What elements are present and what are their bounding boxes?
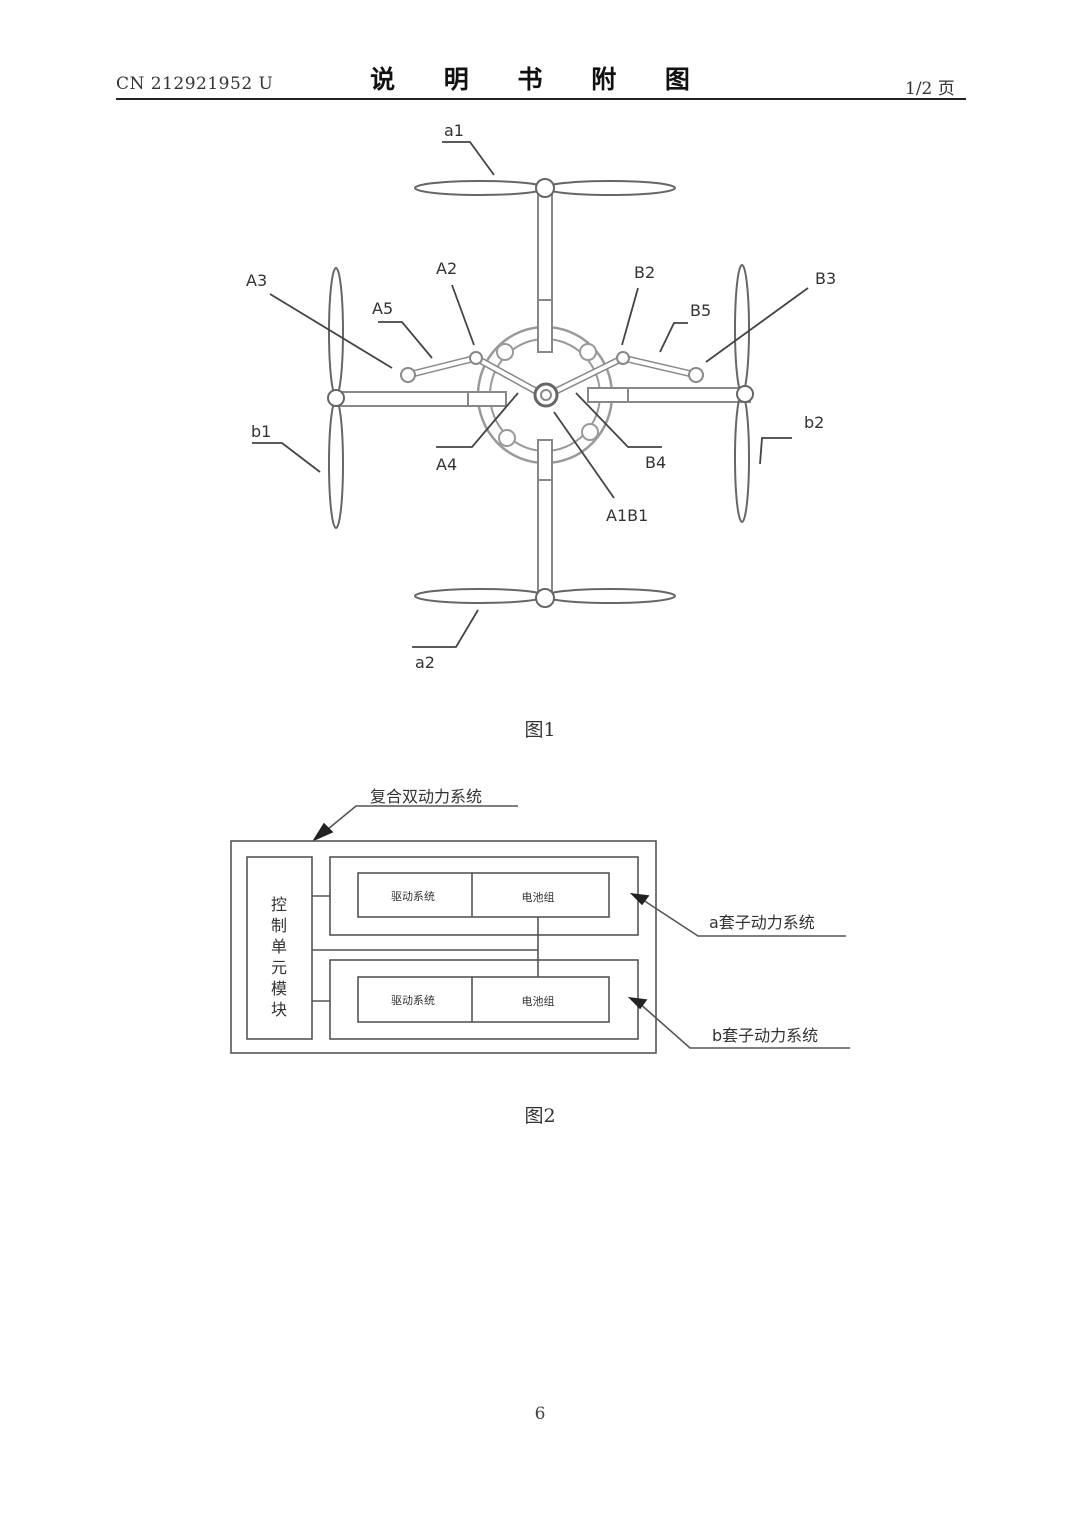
subsystem-b-leader — [637, 1001, 850, 1049]
control-unit-char-2: 制 — [271, 916, 287, 935]
label-A1B1: A1B1 — [606, 506, 648, 525]
composite-system-box — [230, 840, 657, 1054]
page-number: 6 — [534, 1404, 546, 1424]
control-unit-char-6: 块 — [271, 1000, 287, 1019]
subsystem-b-drive: 驱动系统 — [391, 994, 435, 1007]
figure-2-caption: 图2 — [524, 1105, 556, 1127]
linkage-a — [400, 351, 545, 399]
propeller-b1 — [327, 267, 345, 529]
propeller-a2 — [414, 588, 676, 608]
control-unit-char-3: 单 — [271, 937, 287, 956]
label-A4: A4 — [436, 455, 457, 474]
control-unit-char-4: 元 — [271, 958, 287, 977]
control-unit-char-1: 控 — [271, 895, 287, 914]
label-B4: B4 — [645, 453, 666, 472]
label-B5: B5 — [690, 301, 711, 320]
subsystem-b-battery: 电池组 — [522, 994, 555, 1008]
label-B2: B2 — [634, 263, 655, 282]
page-indicator: 1/2 页 — [905, 79, 955, 99]
subsystem-a-drive: 驱动系统 — [391, 890, 435, 903]
subsystem-a-leader — [639, 897, 846, 937]
label-B3: B3 — [815, 269, 836, 288]
composite-system-label: 复合双动力系统 — [370, 787, 482, 806]
subsystem-b-label: b套子动力系统 — [712, 1026, 818, 1045]
subsystem-a-label: a套子动力系统 — [709, 913, 815, 932]
label-a1: a1 — [444, 121, 464, 140]
propeller-b2 — [734, 264, 754, 523]
figure-1-drone-diagram: a1 a2 b1 b2 A3 A5 A2 A4 B2 B5 B3 B4 A1B1 — [246, 121, 836, 672]
subsystem-b-inner — [357, 976, 610, 1023]
header-rule — [116, 98, 966, 100]
label-b1: b1 — [251, 422, 271, 441]
label-A2: A2 — [436, 259, 457, 278]
outer-label-arrowhead — [311, 822, 334, 842]
propeller-a1 — [414, 178, 676, 198]
control-unit-char-5: 模 — [271, 979, 287, 998]
subsystem-a-inner — [357, 872, 610, 918]
connection-lines — [312, 895, 539, 1002]
label-b2: b2 — [804, 413, 824, 432]
figure-1-caption: 图1 — [524, 719, 556, 741]
page-title: 说 明 书 附 图 — [370, 65, 710, 94]
subsystem-a-box — [329, 856, 639, 936]
center-joint — [533, 382, 559, 408]
subsystem-a-battery: 电池组 — [522, 890, 555, 904]
patent-number: CN 212921952 U — [116, 74, 274, 94]
label-A5: A5 — [372, 299, 393, 318]
figure-2-block-diagram: 复合双动力系统 控 制 单 元 模 块 驱动系统 电池组 驱动系统 电池组 a套… — [230, 787, 850, 1054]
label-a2: a2 — [415, 653, 435, 672]
linkage-b — [546, 351, 704, 399]
leader-lines — [252, 141, 809, 648]
subsystem-b-box — [329, 959, 639, 1040]
control-unit-box — [246, 856, 313, 1040]
label-A3: A3 — [246, 271, 267, 290]
outer-label-leader — [321, 805, 518, 835]
